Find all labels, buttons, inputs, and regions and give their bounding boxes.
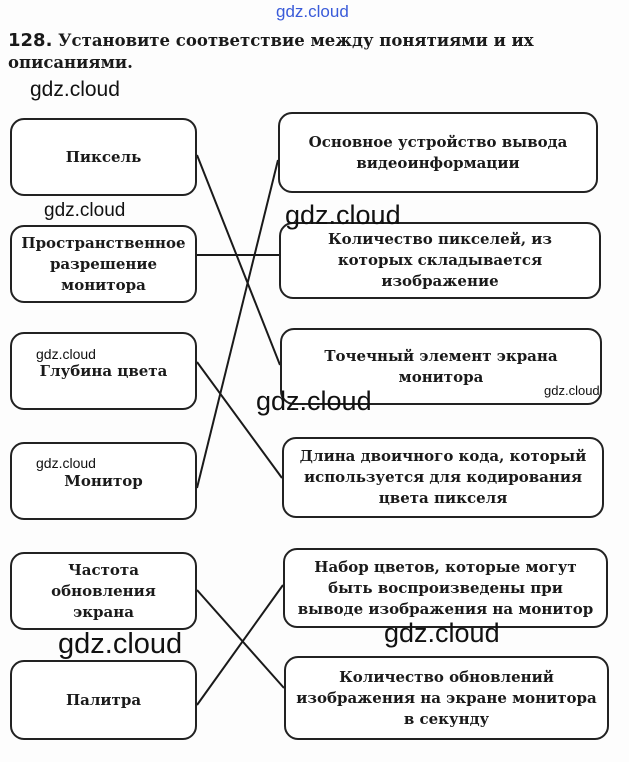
match-line	[196, 361, 283, 479]
exercise-title: 128. Установите соответствие между понят…	[8, 30, 608, 74]
match-line	[196, 154, 281, 366]
right-box-1: Количество пикселей, из которых складыва…	[279, 222, 601, 299]
watermark: gdz.cloud	[58, 628, 183, 660]
right-box-2: Точечный элемент экрана монитора	[280, 328, 602, 405]
exercise-number: 128.	[8, 30, 53, 51]
watermark: gdz.cloud	[36, 346, 96, 362]
left-box-refresh-rate: Частота обновления экрана	[10, 552, 197, 630]
right-box-4: Набор цветов, которые могут быть воспрои…	[283, 548, 608, 628]
match-line	[196, 159, 279, 489]
match-line	[196, 589, 285, 689]
watermark: gdz.cloud	[44, 200, 126, 221]
watermark: gdz.cloud	[285, 200, 401, 230]
exercise-text: Установите соответствие между понятиями …	[8, 31, 534, 72]
left-box-monitor: Монитор	[10, 442, 197, 520]
left-box-resolution: Пространственное разрешение монитора	[10, 225, 197, 303]
left-box-color-depth: Глубина цвета	[10, 332, 197, 410]
match-line	[196, 584, 284, 706]
left-box-palette: Палитра	[10, 660, 197, 740]
left-box-pixel: Пиксель	[10, 118, 197, 196]
watermark: gdz.cloud	[30, 78, 120, 101]
right-box-3: Длина двоичного кода, который использует…	[282, 437, 604, 518]
watermark: gdz.cloud	[276, 2, 349, 21]
right-box-5: Количество обновлений изображения на экр…	[284, 656, 609, 740]
watermark: gdz.cloud	[256, 386, 372, 416]
watermark: gdz.cloud	[384, 618, 500, 648]
watermark: gdz.cloud	[544, 383, 600, 398]
watermark: gdz.cloud	[36, 455, 96, 471]
right-box-0: Основное устройство вывода видеоинформац…	[278, 112, 598, 193]
